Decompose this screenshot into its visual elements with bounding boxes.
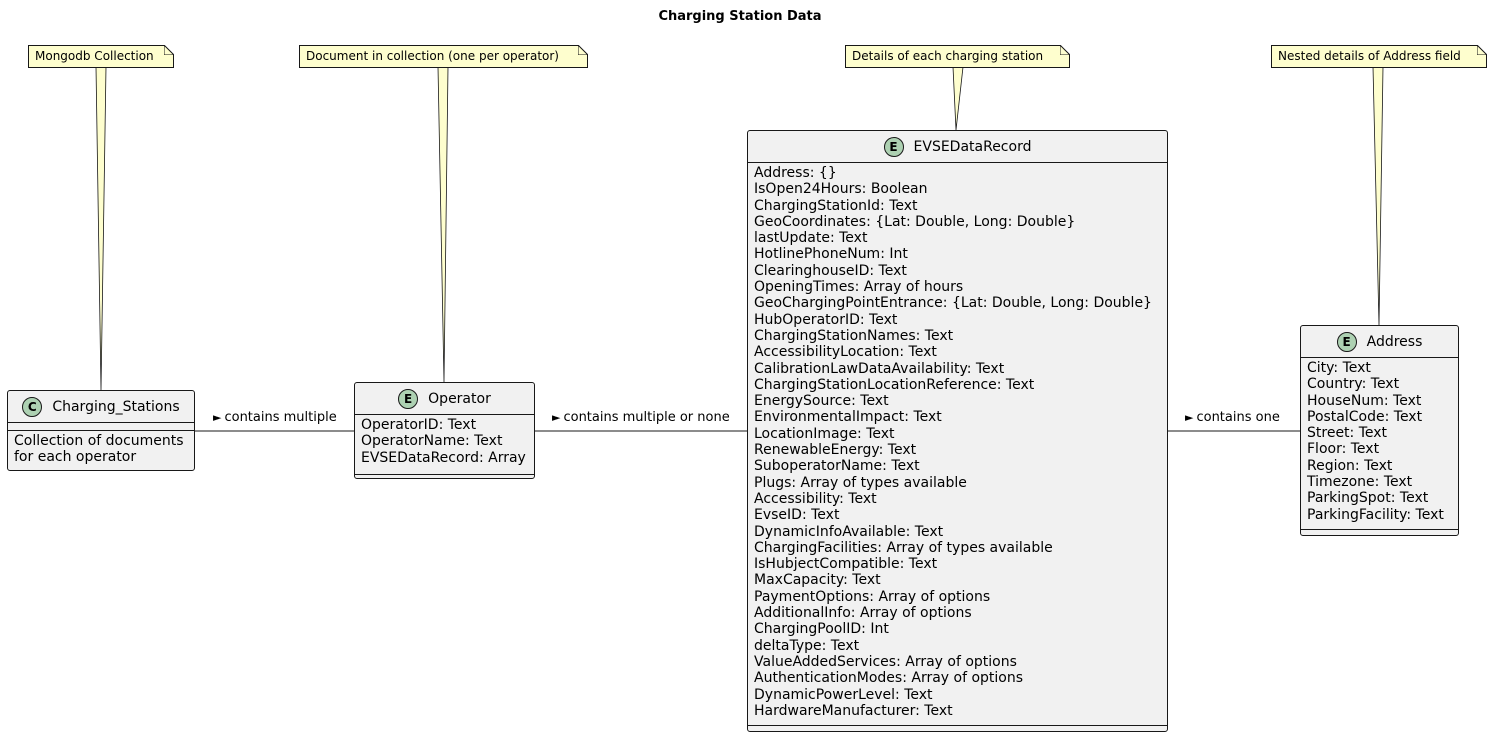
field-item: GeoChargingPointEntrance: {Lat: Double, …: [754, 295, 1152, 312]
field-item: HubOperatorID: Text: [754, 311, 898, 328]
field-item: AccessibilityLocation: Text: [754, 344, 937, 361]
class-charging-stations-line: Collection of documents: [14, 433, 184, 449]
field-item: Plugs: Array of types available: [754, 474, 967, 491]
class-charging-stations-header: C Charging_Stations: [8, 391, 194, 423]
field-item: LocationImage: Text: [754, 425, 895, 442]
field-item: Address: {}: [754, 165, 837, 181]
field-item: Region: Text: [1307, 457, 1393, 474]
field-item: ChargingStationId: Text: [754, 197, 918, 214]
field-item: EVSEDataRecord: Array: [361, 449, 526, 466]
field-item: Accessibility: Text: [754, 490, 877, 507]
entity-badge-icon: E: [1336, 331, 1357, 352]
entity-evse-header: E EVSEDataRecord: [748, 131, 1167, 163]
field-item: OperatorName: Text: [361, 433, 503, 450]
field-item: EnergySource: Text: [754, 393, 889, 410]
entity-evse-data-record[interactable]: E EVSEDataRecord Address: {}IsOpen24Hour…: [747, 130, 1168, 732]
note-nested: Nested details of Address field: [1271, 45, 1487, 68]
arrow-right-icon: ►: [1185, 411, 1194, 424]
entity-badge-icon: E: [398, 388, 419, 409]
field-item: SuboperatorName: Text: [754, 458, 920, 475]
field-item: ParkingFacility: Text: [1307, 506, 1444, 523]
relation-label-operator-evse: ►contains multiple or none: [552, 410, 730, 426]
relation-label-text: contains one: [1196, 410, 1280, 425]
field-item: City: Text: [1307, 360, 1371, 376]
field-item: HouseNum: Text: [1307, 392, 1422, 409]
note-fold-icon: [1477, 45, 1487, 55]
field-item: Street: Text: [1307, 425, 1388, 442]
field-item: IsOpen24Hours: Boolean: [754, 181, 928, 198]
note-details: Details of each charging station: [845, 45, 1070, 68]
note-tail-details: [952, 66, 964, 131]
relation-label-evse-address: ►contains one: [1185, 410, 1280, 426]
field-item: lastUpdate: Text: [754, 230, 868, 247]
field-item: HardwareManufacturer: Text: [754, 702, 953, 719]
note-document: Document in collection (one per operator…: [299, 45, 588, 68]
note-fold-icon: [164, 45, 174, 55]
class-charging-stations-body: Collection of documents for each operato…: [8, 431, 194, 466]
note-fold-icon: [578, 45, 588, 55]
note-details-text: Details of each charging station: [852, 49, 1044, 63]
arrow-right-icon: ►: [213, 411, 222, 424]
diagram-title: Charging Station Data: [658, 9, 822, 24]
class-badge-icon: C: [22, 396, 43, 417]
field-item: ChargingPoolID: Int: [754, 621, 889, 638]
field-item: Country: Text: [1307, 376, 1400, 393]
relation-label-stations-operator: ►contains multiple: [213, 410, 337, 426]
field-item: deltaType: Text: [754, 637, 860, 654]
field-item: Timezone: Text: [1307, 474, 1413, 491]
field-item: EvseID: Text: [754, 507, 840, 524]
entity-operator-fields: OperatorID: Text OperatorName: Text EVSE…: [355, 415, 534, 475]
note-mongodb-text: Mongodb Collection: [35, 49, 154, 63]
entity-address-name: Address: [1366, 333, 1423, 350]
field-item: OpeningTimes: Array of hours: [754, 279, 964, 296]
note-tail-mongodb: [95, 66, 107, 391]
entity-address-header: E Address: [1301, 326, 1458, 358]
field-item: IsHubjectCompatible: Text: [754, 556, 938, 573]
field-item: CalibrationLawDataAvailability: Text: [754, 360, 1005, 377]
entity-badge-icon: E: [883, 136, 904, 157]
class-charging-stations[interactable]: C Charging_Stations Collection of docume…: [7, 390, 195, 471]
field-item: ClearinghouseID: Text: [754, 262, 907, 279]
entity-operator-header: E Operator: [355, 383, 534, 415]
field-item: ChargingStationLocationReference: Text: [754, 376, 1035, 393]
entity-evse-name: EVSEDataRecord: [913, 138, 1032, 155]
class-charging-stations-name: Charging_Stations: [52, 398, 180, 415]
note-tail-document: [437, 66, 449, 383]
field-item: DynamicPowerLevel: Text: [754, 686, 933, 703]
field-item: DynamicInfoAvailable: Text: [754, 523, 944, 540]
note-document-text: Document in collection (one per operator…: [306, 49, 559, 63]
field-item: HotlinePhoneNum: Int: [754, 246, 908, 263]
note-mongodb: Mongodb Collection: [28, 45, 174, 68]
entity-operator[interactable]: E Operator OperatorID: Text OperatorName…: [354, 382, 535, 479]
arrow-right-icon: ►: [552, 411, 561, 424]
note-tail-nested: [1372, 66, 1384, 326]
note-fold-icon: [1060, 45, 1070, 55]
field-item: ValueAddedServices: Array of options: [754, 653, 1017, 670]
class-charging-stations-attr-section: [8, 423, 194, 431]
note-tails: [95, 66, 1384, 391]
field-item: AuthenticationModes: Array of options: [754, 670, 1024, 687]
field-item: GeoCoordinates: {Lat: Double, Long: Doub…: [754, 213, 1076, 230]
field-item: PostalCode: Text: [1307, 408, 1423, 425]
field-item: ChargingFacilities: Array of types avail…: [754, 539, 1053, 556]
field-item: MaxCapacity: Text: [754, 572, 881, 589]
entity-operator-name: Operator: [428, 390, 491, 407]
relation-label-text: contains multiple: [224, 410, 337, 425]
field-item: EnvironmentalImpact: Text: [754, 409, 942, 426]
field-item: ChargingStationNames: Text: [754, 327, 954, 344]
field-item: ParkingSpot: Text: [1307, 490, 1429, 507]
relation-label-text: contains multiple or none: [563, 410, 730, 425]
note-nested-text: Nested details of Address field: [1278, 49, 1461, 63]
class-charging-stations-line: for each operator: [14, 449, 137, 466]
field-item: AdditionalInfo: Array of options: [754, 605, 972, 622]
field-item: Floor: Text: [1307, 441, 1380, 458]
field-item: RenewableEnergy: Text: [754, 442, 917, 459]
field-item: OperatorID: Text: [361, 417, 477, 433]
field-item: PaymentOptions: Array of options: [754, 588, 991, 605]
